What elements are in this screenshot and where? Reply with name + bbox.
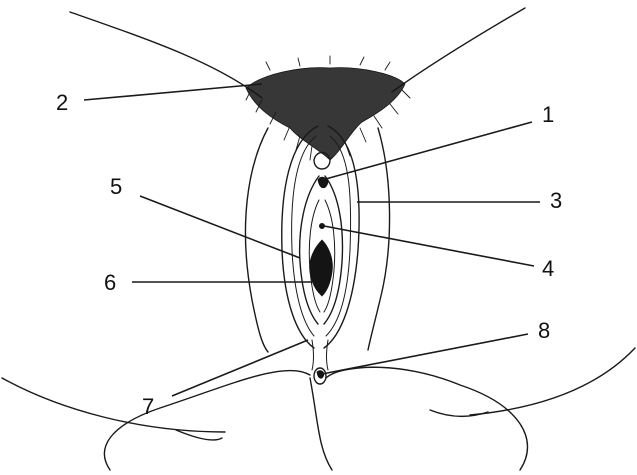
- callout-6: 6: [104, 270, 116, 295]
- leader-2: [84, 84, 262, 100]
- leader-7: [172, 340, 308, 396]
- leader-5: [140, 196, 300, 258]
- callout-7: 7: [142, 394, 154, 419]
- outer-folds: [282, 126, 359, 348]
- leader-8: [322, 334, 528, 374]
- leader-4: [324, 226, 534, 266]
- callout-2: 2: [56, 90, 68, 115]
- perineum: [312, 340, 328, 370]
- callout-3: 3: [550, 188, 562, 213]
- callout-4: 4: [542, 256, 554, 281]
- vaginal-opening: [310, 240, 333, 296]
- callout-5: 5: [110, 174, 122, 199]
- urethral-opening: [319, 223, 324, 228]
- callout-8: 8: [538, 318, 550, 343]
- callout-1: 1: [542, 102, 554, 127]
- anus: [314, 368, 326, 384]
- pubic-hair: [246, 56, 410, 160]
